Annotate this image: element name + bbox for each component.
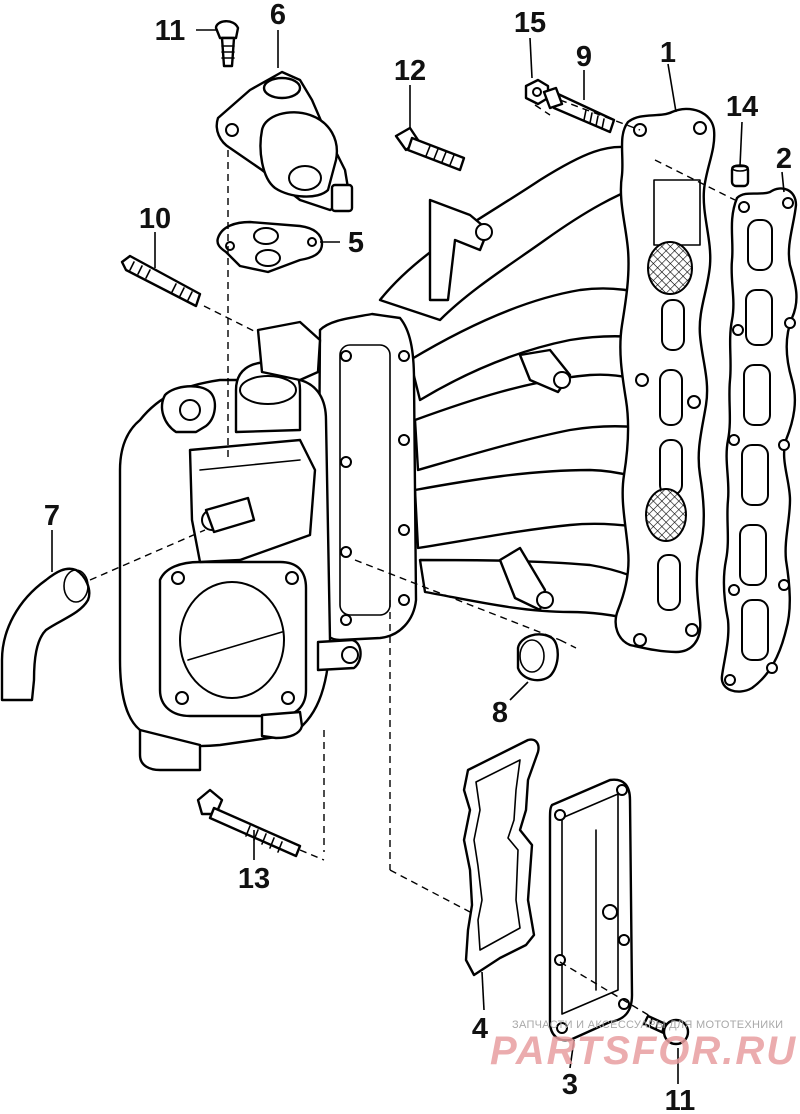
bolt-12 — [394, 126, 466, 172]
callout-11-top: 11 — [155, 15, 186, 47]
watermark: ЗАПЧАСТИ И АКСЕССУАРЫ ДЛЯ МОТОТЕХНИКИ PA… — [490, 1019, 797, 1073]
coolant-hose — [0, 567, 91, 702]
alignment-lines — [89, 99, 736, 1017]
intake-gasket — [720, 187, 798, 693]
stud-10 — [120, 254, 202, 308]
bolt-11-top — [214, 20, 240, 68]
cover-gasket — [462, 738, 540, 977]
callout-14: 14 — [726, 91, 758, 123]
callout-labels: 1 2 3 4 5 6 7 8 9 10 11 11 12 13 14 15 — [44, 0, 792, 1114]
callout-15: 15 — [514, 7, 546, 39]
callout-7: 7 — [44, 500, 60, 532]
idle-air-control-valve — [215, 70, 354, 213]
bolt-11-bottom — [642, 1014, 690, 1046]
callout-3: 3 — [562, 1069, 578, 1101]
throttle-body-plenum — [118, 312, 418, 772]
callout-9: 9 — [576, 41, 592, 73]
intake-manifold — [378, 107, 716, 654]
iac-valve-gasket — [216, 220, 324, 274]
callout-13: 13 — [238, 863, 270, 895]
bolt-9 — [542, 86, 616, 134]
watermark-logo: PARTSFOR.RU — [490, 1029, 797, 1073]
callout-11-bottom: 11 — [665, 1085, 696, 1114]
callout-12: 12 — [394, 55, 426, 87]
callout-4: 4 — [472, 1013, 488, 1045]
dowel-pin — [730, 164, 750, 188]
spacer-collar — [516, 633, 559, 682]
callout-5: 5 — [348, 227, 364, 259]
callout-8: 8 — [492, 697, 508, 729]
bolt-13 — [196, 788, 302, 858]
callout-1: 1 — [660, 37, 676, 69]
cover-plate — [548, 778, 634, 1042]
callout-10: 10 — [139, 203, 171, 235]
leader-lines — [51, 29, 785, 1084]
callout-6: 6 — [270, 0, 286, 31]
watermark-tagline: ЗАПЧАСТИ И АКСЕССУАРЫ ДЛЯ МОТОТЕХНИКИ — [512, 1019, 783, 1031]
callout-2: 2 — [776, 143, 792, 175]
